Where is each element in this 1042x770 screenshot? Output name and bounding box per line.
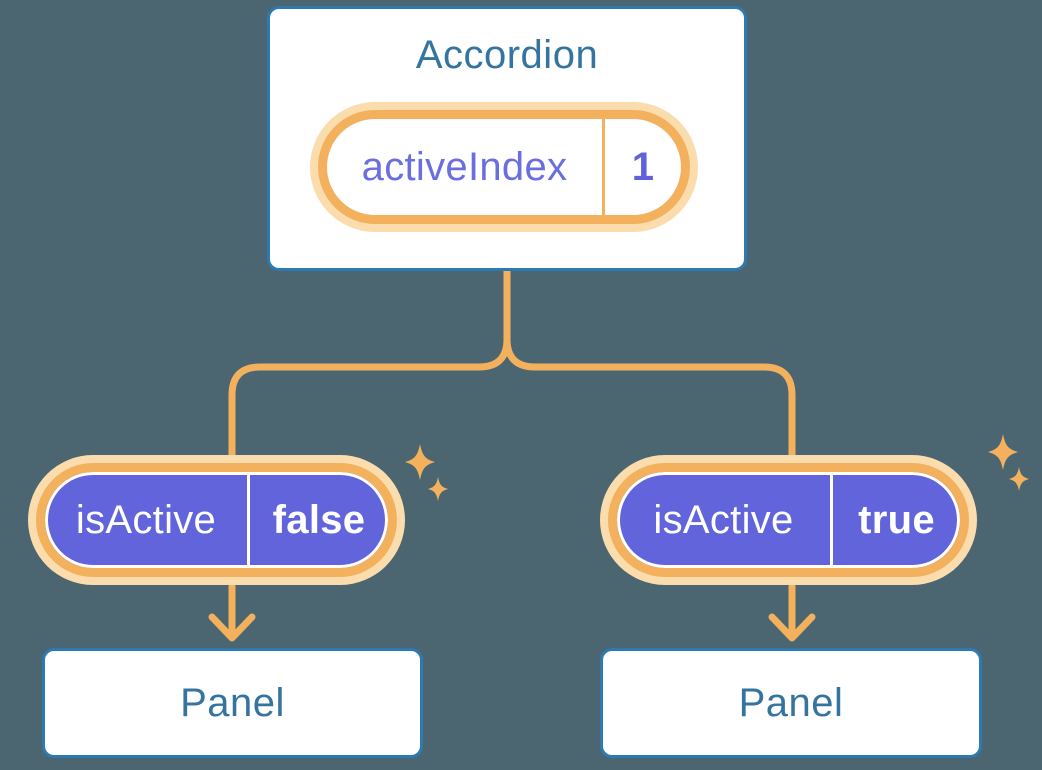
state-name: activeIndex bbox=[361, 144, 568, 189]
state-pill-activeindex: activeIndex 1 bbox=[318, 110, 690, 224]
pill-divider: 1 bbox=[602, 119, 681, 215]
fork-connector-right bbox=[503, 269, 796, 459]
sparkle-icon bbox=[427, 477, 449, 501]
prop-value: false bbox=[272, 497, 366, 542]
arrow-down-icon bbox=[208, 613, 256, 642]
prop-name: isActive bbox=[653, 497, 794, 542]
prop-pill-isactive-false: isActive false bbox=[36, 463, 397, 577]
sparkle-icon bbox=[1008, 467, 1030, 491]
panel-title: Panel bbox=[738, 680, 844, 725]
panel-title: Panel bbox=[180, 680, 285, 725]
prop-name: isActive bbox=[75, 497, 217, 542]
accordion-title: Accordion bbox=[415, 33, 599, 77]
panel-card-right: Panel bbox=[600, 648, 982, 758]
prop-value: true bbox=[858, 497, 935, 542]
state-value: 1 bbox=[631, 144, 655, 189]
panel-card-left: Panel bbox=[42, 648, 423, 758]
arrow-down-icon bbox=[768, 613, 816, 642]
fork-connector-left bbox=[228, 269, 511, 459]
prop-pill-isactive-true: isActive true bbox=[608, 463, 969, 577]
pill-divider: false bbox=[247, 472, 388, 568]
sparkle-icon bbox=[987, 433, 1019, 471]
sparkle-icon bbox=[404, 443, 436, 481]
pill-divider: true bbox=[830, 472, 960, 568]
